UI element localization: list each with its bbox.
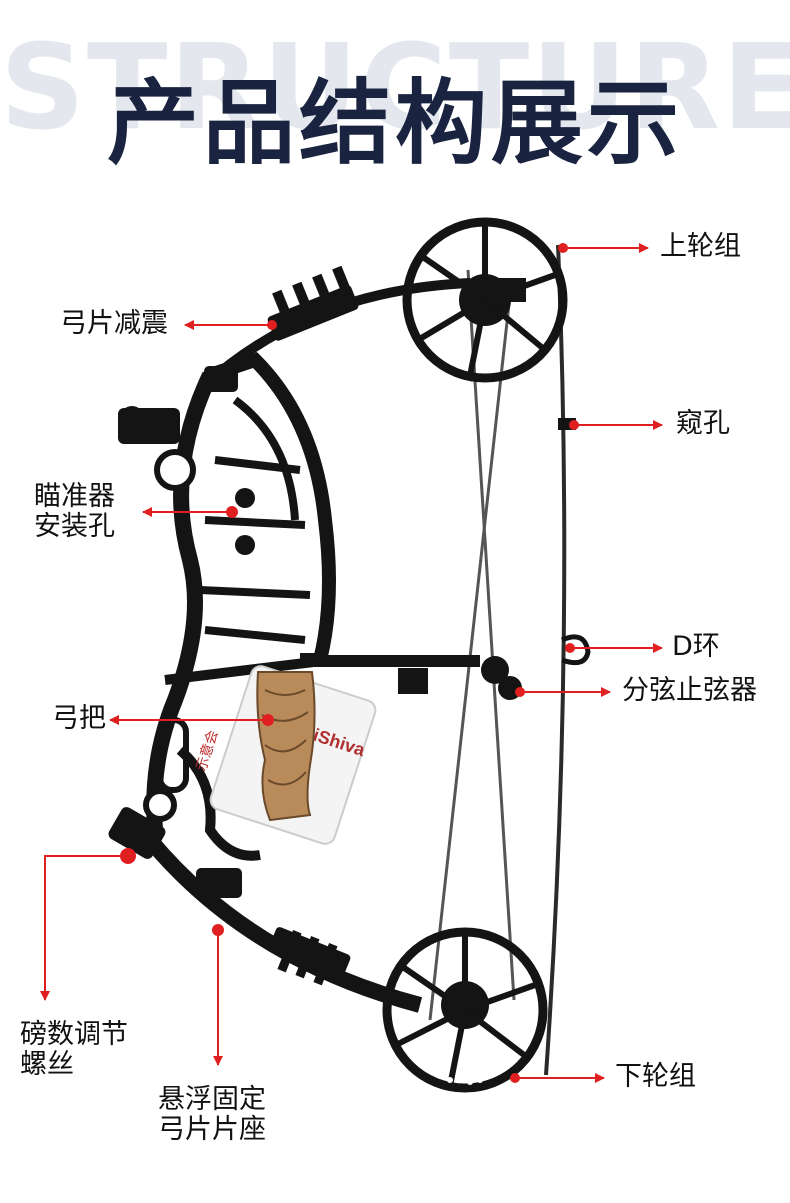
cable-guard [300,655,525,700]
lower-limb [143,834,423,1013]
label-limb-pocket-line2: 弓片片座 [158,1114,266,1146]
peep-sight [558,418,579,430]
leader-arrows [40,243,663,1083]
label-poundage-line1: 磅数调节 [20,1019,128,1050]
label-d-loop: D环 [672,631,720,662]
arrow-poundage [40,855,126,1001]
limb-pocket [196,366,242,936]
page-title: 产品结构展示 [106,70,683,177]
label-sight-mount-line1: 瞄准器 [34,481,115,512]
label-upper-cam: 上轮组 [660,231,741,262]
label-limb-damper: 弓片减震 [60,308,168,339]
label-peep-sight: 窥孔 [676,408,730,439]
upper-cam [402,217,568,383]
upper-limb-damper [267,265,359,341]
label-limb-pocket-line1: 悬浮固定 [158,1084,266,1115]
label-sight-mount-line2: 安装孔 [34,511,115,543]
stabilizer-mount [108,406,180,864]
lower-limb-damper [269,927,351,986]
marker-dots [267,243,568,1083]
d-loop [561,634,591,666]
watermark-text: STRUCTURE [0,18,790,156]
label-limb-pocket: 悬浮固定 弓片片座 [158,1084,266,1146]
label-poundage-line2: 螺丝 [20,1049,74,1081]
label-sight-mount: 瞄准器 安装孔 [34,481,115,543]
lower-cam [382,927,548,1093]
label-lower-cam: 下轮组 [615,1061,696,1092]
tag-cn: 示意会 [193,728,222,773]
wooden-grip [256,671,316,822]
label-cable-guard: 分弦止弦器 [622,675,757,706]
sight-mount-holes [143,449,255,822]
label-grip: 弓把 [52,703,106,734]
label-poundage-screw: 磅数调节 螺丝 [20,1019,128,1081]
